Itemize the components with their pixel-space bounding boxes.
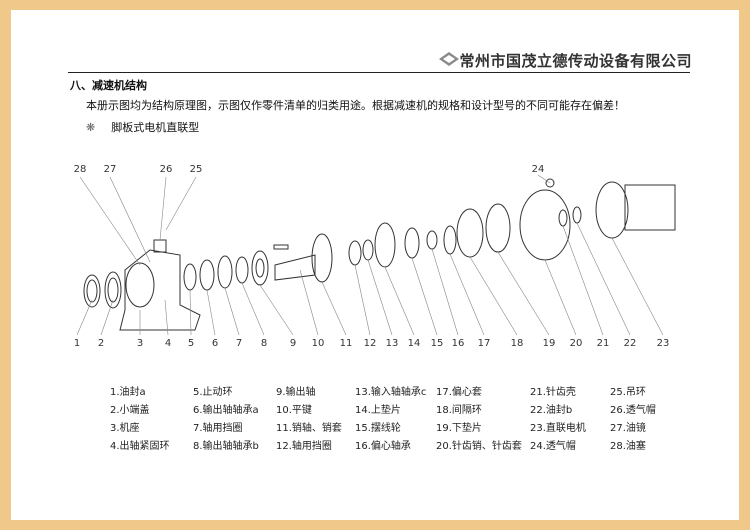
callout-24: 24 [532,164,545,175]
legend-item: 8.输出轴轴承b [193,441,259,452]
callout-6: 6 [212,338,218,349]
legend-item: 9.输出轴 [276,387,316,398]
legend-item: 14.上垫片 [355,405,401,416]
bullet-icon: ❋ [86,121,96,134]
legend-item: 19.下垫片 [436,423,482,434]
callout-26: 26 [160,164,173,175]
legend-item: 22.油封b [530,405,573,416]
legend-item: 20.针齿销、针齿套 [436,441,522,452]
legend-item: 12.轴用挡圈 [276,441,332,452]
legend-item: 18.间隔环 [436,405,482,416]
callout-27: 27 [104,164,117,175]
legend-item: 2.小端盖 [110,405,150,416]
callout-19: 19 [543,338,556,349]
callout-8: 8 [261,338,267,349]
legend-item: 28.油塞 [610,441,646,452]
legend-item: 11.销轴、销套 [276,423,342,434]
legend-item: 10.平键 [276,405,312,416]
callout-9: 9 [290,338,296,349]
callout-1: 1 [74,338,80,349]
callout-lines [76,174,664,336]
callout-13: 13 [386,338,399,349]
callout-3: 3 [137,338,143,349]
legend-item: 27.油镜 [610,423,646,434]
legend-item: 3.机座 [110,423,140,434]
legend-item: 24.透气帽 [530,441,576,452]
legend-item: 23.直联电机 [530,423,586,434]
callout-23: 23 [657,338,670,349]
legend-item: 5.止动环 [193,387,233,398]
company-logo-icon [439,52,459,66]
legend-item: 25.吊环 [610,387,646,398]
legend-item: 26.透气帽 [610,405,656,416]
legend-item: 7.轴用挡圈 [193,423,243,434]
legend-item: 17.偏心套 [436,387,482,398]
section-heading: 八、减速机结构 [70,79,147,92]
callout-28: 28 [74,164,87,175]
callout-12: 12 [364,338,377,349]
legend-item: 13.输入轴轴承c [355,387,427,398]
header-divider [68,72,690,73]
company-name: 常州市国茂立德传动设备有限公司 [459,52,692,70]
callout-25: 25 [190,164,203,175]
callout-22: 22 [624,338,637,349]
legend-item: 1.油封a [110,387,146,398]
callout-18: 18 [511,338,524,349]
legend-item: 16.偏心轴承 [355,441,411,452]
callout-20: 20 [570,338,583,349]
callout-14: 14 [408,338,421,349]
page [11,10,739,520]
legend-item: 15.摆线轮 [355,423,401,434]
subtype-title: 脚板式电机直联型 [111,121,200,134]
callout-17: 17 [478,338,491,349]
callout-11: 11 [340,338,353,349]
callout-4: 4 [165,338,171,349]
callout-2: 2 [98,338,104,349]
callout-16: 16 [452,338,465,349]
intro-text: 本册示图均为结构原理图，示图仅作零件清单的归类用途。根据减速机的规格和设计型号的… [86,99,625,112]
legend-item: 21.针齿壳 [530,387,576,398]
legend-item: 4.出轴紧固环 [110,441,170,452]
callout-15: 15 [431,338,444,349]
callout-10: 10 [312,338,325,349]
legend-item: 6.输出轴轴承a [193,405,259,416]
callout-5: 5 [188,338,194,349]
callout-21: 21 [597,338,610,349]
subtype-line: ❋ 脚板式电机直联型 [86,119,199,135]
callout-7: 7 [236,338,242,349]
